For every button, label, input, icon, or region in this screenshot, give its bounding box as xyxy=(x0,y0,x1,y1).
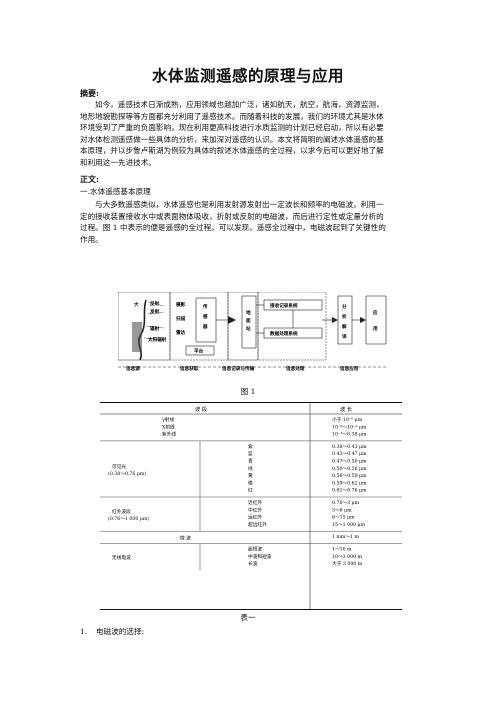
apply-label: 用 xyxy=(373,325,378,332)
abstract-line: 环境受到了严重的负面影响，现在利用更高科技进行水质监测的计划已经启动，所以有必要 xyxy=(80,123,384,133)
table-subband: 黄 xyxy=(248,472,253,479)
table-subband: 超远红外 xyxy=(248,521,267,528)
table-wavelength: 0.59～0.62 μm xyxy=(332,480,367,486)
station-label: 地 xyxy=(246,309,251,316)
table-subband: X射线 xyxy=(162,423,175,430)
abstract-paragraph: 如今，遥感技术日渐成熟，应用领域也越加广泛，诸如航天，航空，航海，资源监测， 地… xyxy=(80,99,436,169)
analysis-label: 译 xyxy=(342,333,347,340)
table-wavelength: 15～1 000 μm xyxy=(332,522,366,528)
table-caption: 表一 xyxy=(240,613,256,622)
list-item: 1. 电磁波的选择: xyxy=(80,626,144,637)
table-wavelength: 0.38～0.43 μm xyxy=(332,444,367,450)
source-label: 太阳辐射 xyxy=(148,336,167,343)
sensor-label: 器 xyxy=(202,323,208,330)
list-text: 电磁波的选择: xyxy=(96,627,145,636)
station-label: 面 xyxy=(246,317,251,324)
record-system-label: 接收记录系统 xyxy=(270,302,298,309)
abstract-line: 本原理，并以步鲁卢斯湖为例较为具体的叙述水体遥感的全过程，以求今后可以更好地了解 xyxy=(80,146,384,156)
body-label: 正文: xyxy=(80,174,99,184)
table-subband: 紫 xyxy=(248,444,253,450)
table-subband: 远红外 xyxy=(248,514,262,521)
analysis-label: 解 xyxy=(342,323,347,330)
acq-label: 雷达 xyxy=(176,329,186,336)
table-wavelength: 6～15 μm xyxy=(332,515,355,521)
table-group-label: 红外波段 xyxy=(112,508,131,515)
acq-label: 扫描 xyxy=(176,315,186,322)
table-group-range: (0.38～0.76 μm) xyxy=(108,470,146,477)
platform-label: 平台 xyxy=(194,348,204,355)
table-wavelength: 0.50～0.56 μm xyxy=(332,466,367,472)
abstract-line: 和利用这一先进技术。 xyxy=(80,157,156,167)
list-number: 1. xyxy=(80,627,88,636)
table-subband: 红 xyxy=(248,487,253,494)
body-line: 定的接收装置接收水中或表面物体吸收，折射或反射的电磁波，而后进行定性或定量分析的 xyxy=(80,211,384,221)
stage-label: 信息应用 xyxy=(340,365,359,372)
abstract-label: 摘要: xyxy=(80,88,99,98)
body-line: 与大多数遥感类似，水体遥感也是利用发射源发射出一定波长和频率的电磁波，利用一 xyxy=(95,200,384,209)
table-subband: 近红外 xyxy=(248,499,262,506)
page-title: 水体监测遥感的原理与应用 xyxy=(151,66,344,85)
table-wavelength: 10⁻³～0.38 μm xyxy=(332,432,367,438)
source-label: 发射 xyxy=(149,308,160,315)
table-subband: 橙 xyxy=(248,479,253,486)
table-wavelength: 3～6 μm xyxy=(332,507,352,513)
table-subband: 紫外线 xyxy=(162,431,176,438)
source-label: 大 xyxy=(134,301,139,308)
apply-label: 应 xyxy=(373,309,378,316)
table-header: 波 段 xyxy=(195,405,207,413)
table-subband: 青 xyxy=(248,458,253,465)
sensor-label: 传 xyxy=(202,303,208,310)
body-paragraph: 与大多数遥感类似，水体遥感也是利用发射源发射出一定波长和频率的电磁波，利用一 定… xyxy=(80,199,436,245)
abstract-line: 对水体检测遥感做一些具体的分析，来加深对遥感的认识。本文将简明的阐述水体遥感的基 xyxy=(80,134,384,144)
stage-label: 信息处理 xyxy=(286,365,305,372)
table-subband: 中红外 xyxy=(248,506,262,513)
analysis-label: 分 xyxy=(342,303,347,310)
table-wavelength: 1～10 m xyxy=(332,547,352,553)
abstract-line: 如今，遥感技术日渐成熟，应用领域也越加广泛，诸如航天，航空，航海，资源监测， xyxy=(95,100,384,109)
analysis-label: 析 xyxy=(342,313,347,320)
table-wavelength: 0.76～3 μm xyxy=(332,500,360,506)
table-wavelength: 大于 3 000 m xyxy=(332,560,363,567)
table-subband: γ射线 xyxy=(162,416,174,423)
table-subband: 蓝 xyxy=(248,450,253,457)
table-wavelength: 10⁻⁶～10⁻³ μm xyxy=(332,424,367,430)
source-label: 反射 xyxy=(150,300,160,307)
process-system-label: 数据处理系统 xyxy=(270,330,298,337)
table-wavelength: 小于 10⁻⁶ μm xyxy=(332,416,363,423)
stage-label: 信息源 xyxy=(126,365,140,372)
table-subband: 绿 xyxy=(248,465,253,472)
table-group-label: 可见光 xyxy=(112,463,126,470)
acq-label: 摄影 xyxy=(176,301,186,308)
station-label: 站 xyxy=(246,325,251,332)
sensor-label: 感 xyxy=(203,313,208,320)
table-wavelength: 0.56～0.59 μm xyxy=(332,473,367,479)
body-line: 过程。图 1 中表示的便是遥感的全过程。可以发现，遥感全过程中，电磁波起到了关键… xyxy=(80,223,386,233)
table-wavelength: 0.62～0.76 μm xyxy=(332,488,367,494)
table-wavelength: 0.47～0.50 μm xyxy=(332,459,367,465)
figure-remote-sensing-process: 大 反射 发射 辐射 太阳辐射 摄影 扫描 雷达 传 感 器 平台 地 面 站 … xyxy=(118,292,388,372)
table-group-label: 无线电波 xyxy=(112,554,131,561)
figure-caption: 图 1 xyxy=(240,387,256,396)
table-wavelength: 1 mm～1 m xyxy=(332,534,360,540)
table-header: 波 长 xyxy=(340,405,353,413)
source-label: 辐射 xyxy=(150,325,160,332)
table-wavelength: 10～3 000 m xyxy=(332,554,363,560)
stage-label: 信息记录与传输 xyxy=(222,365,255,372)
table-group-label: 微 波 xyxy=(180,534,191,541)
table-subband: 超短波 xyxy=(248,546,262,553)
stage-label: 信息获取 xyxy=(180,365,199,372)
table-wavelength: 0.43～0.47 μm xyxy=(332,451,367,457)
table-subband: 长波 xyxy=(248,560,258,567)
table-subband: 中波和短波 xyxy=(248,553,272,560)
table-group-range: (0.76～1 000 μm) xyxy=(108,515,149,522)
section-heading: 一.水体遥感基本原理 xyxy=(80,187,151,196)
abstract-line: 地形地貌勘探等等方面都充分利用了遥感技术。而随着科技的发展，我们的环境尤其是水体 xyxy=(80,111,384,121)
body-line: 作用。 xyxy=(80,234,103,244)
